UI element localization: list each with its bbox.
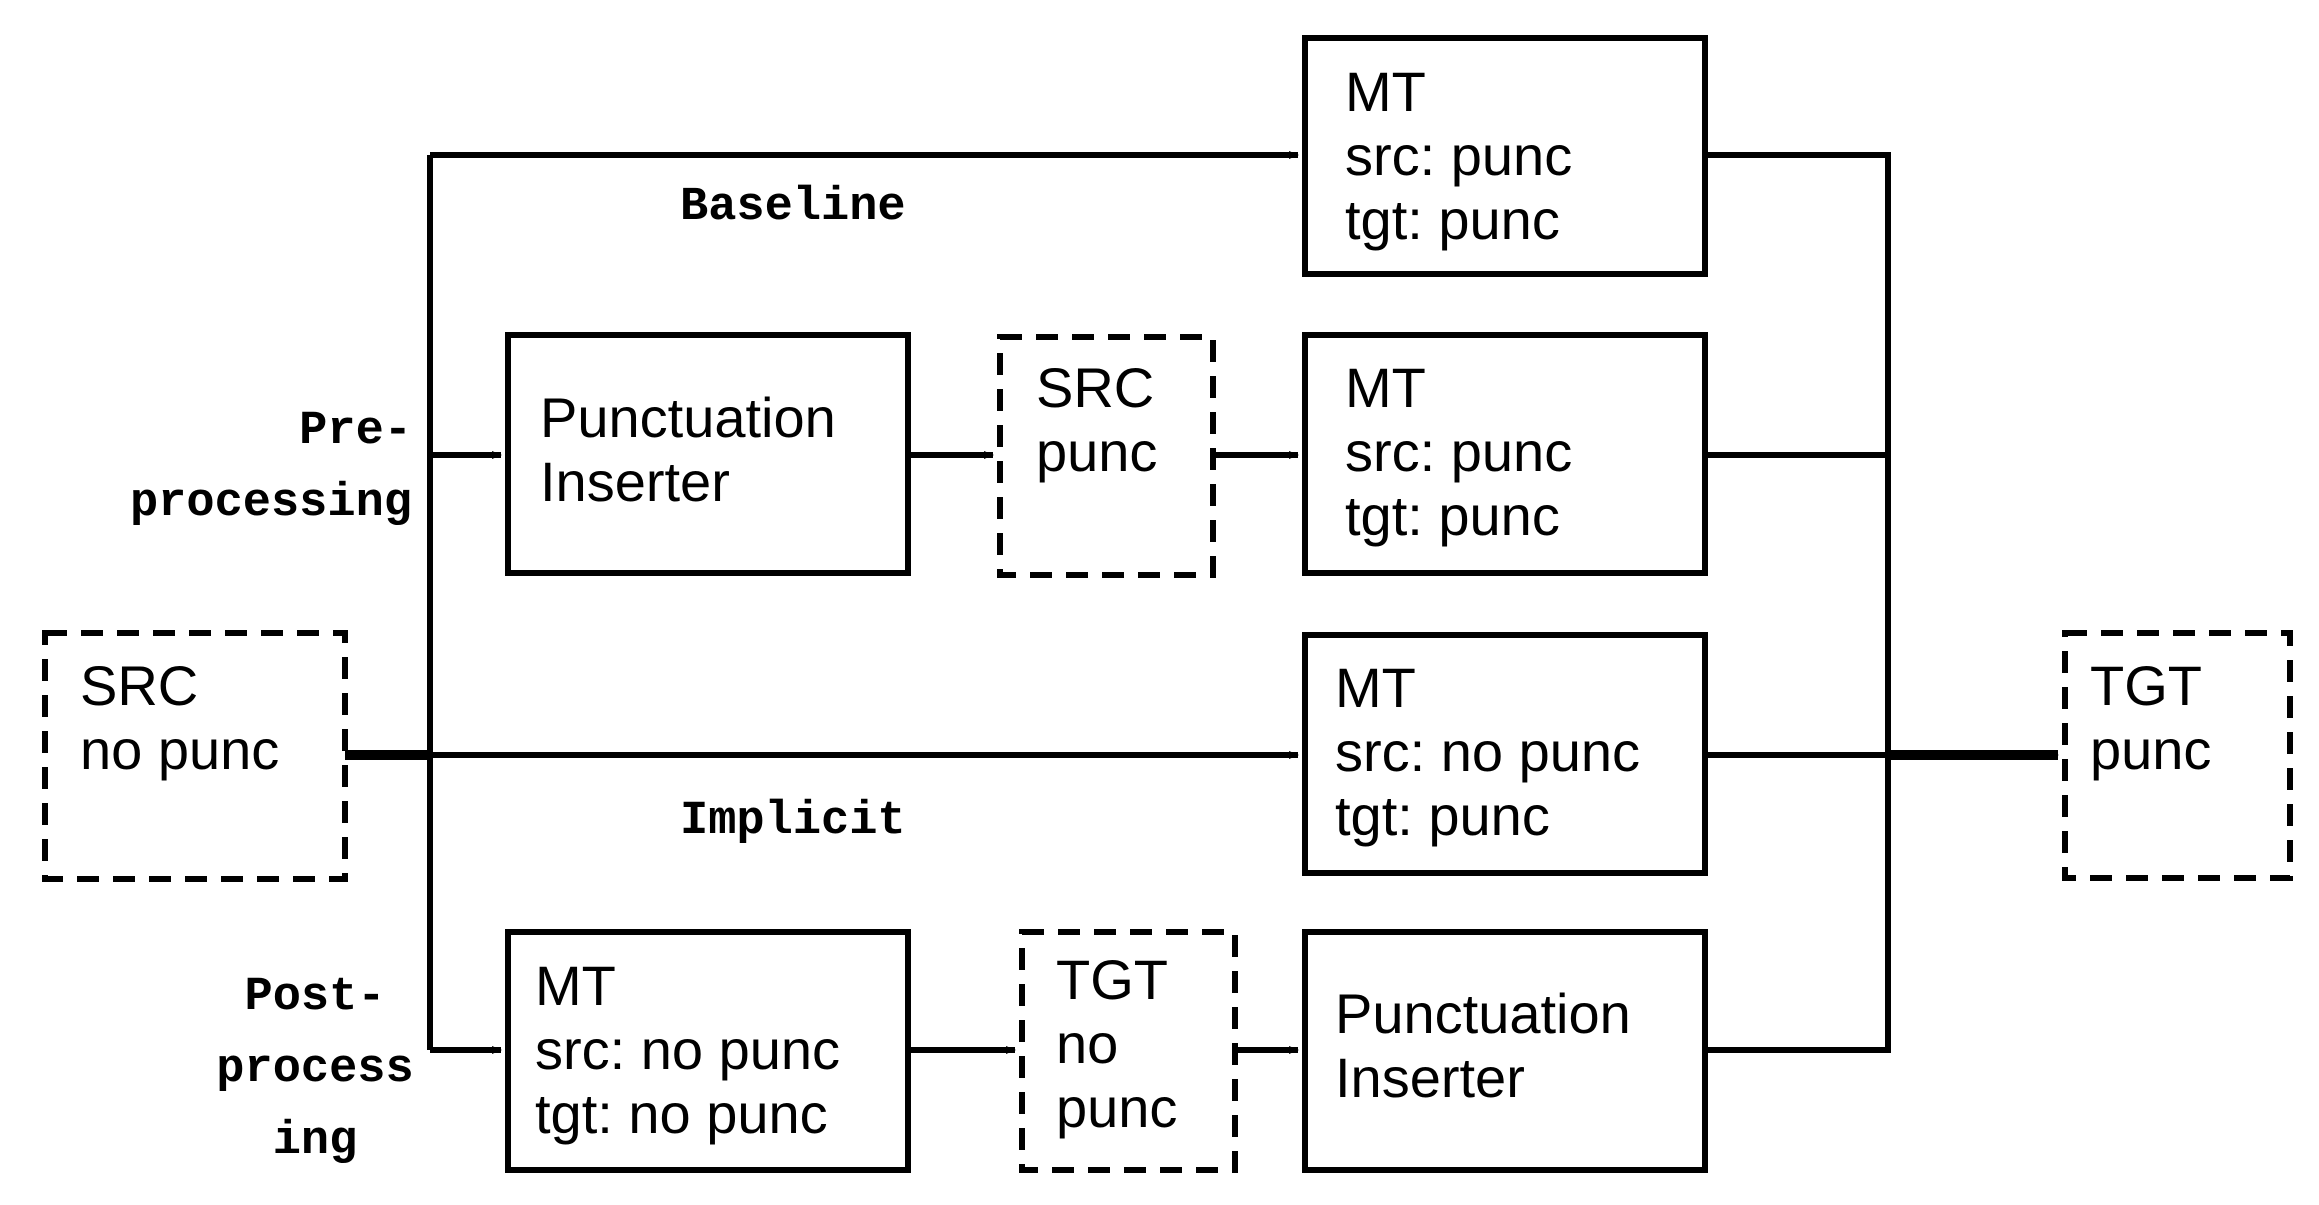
mt-baseline-line-1: MT: [1345, 60, 1426, 123]
src-punc-text: SRC punc: [1036, 356, 1157, 484]
src-input-box: [42, 630, 348, 882]
mt-implicit-line-1: MT: [1335, 656, 1416, 719]
tgt-output-line-2: punc: [2090, 718, 2212, 781]
mt-baseline-line-3: tgt: punc: [1345, 188, 1560, 251]
mt-post-line-1: MT: [535, 954, 616, 1017]
mt-pre-line-2: src: punc: [1345, 420, 1573, 483]
tgt-no-punc-line-2: no: [1056, 1012, 1119, 1075]
mt-pre-line-3: tgt: punc: [1345, 484, 1560, 547]
tgt-no-punc-line-1: TGT: [1056, 948, 1168, 1011]
postprocessing-label-line-1: Post-: [244, 971, 386, 1024]
mt-implicit-text: MT src: no punc tgt: punc: [1335, 656, 1640, 848]
postprocessing-label-line-3: ing: [272, 1115, 358, 1168]
tgt-no-punc-line-3: punc: [1056, 1076, 1178, 1139]
src-punc-line-1: SRC: [1036, 356, 1155, 419]
postprocessing-label-line-2: process: [216, 1043, 414, 1096]
src-punc-line-2: punc: [1036, 420, 1158, 483]
implicit-label: Implicit: [680, 795, 906, 848]
src-input-line-1: SRC: [80, 654, 199, 717]
punc-inserter-post-text: Punctuation Inserter: [1335, 982, 1631, 1110]
punc-inserter-pre-line-1: Punctuation: [540, 386, 836, 449]
punc-inserter-post-line-2: Inserter: [1335, 1046, 1525, 1109]
mt-pre-text: MT src: punc tgt: punc: [1345, 356, 1572, 548]
tgt-output-line-1: TGT: [2090, 654, 2202, 717]
mt-implicit-line-3: tgt: punc: [1335, 784, 1550, 847]
mt-implicit-line-2: src: no punc: [1335, 720, 1641, 783]
mt-post-line-3: tgt: no punc: [535, 1082, 828, 1145]
mt-post-line-2: src: no punc: [535, 1018, 841, 1081]
mt-baseline-line-2: src: punc: [1345, 124, 1573, 187]
tgt-output-box: [2062, 630, 2293, 881]
preprocessing-label: Pre- processing: [40, 396, 412, 540]
src-input-line-2: no punc: [80, 718, 280, 781]
mt-post-text: MT src: no punc tgt: no punc: [535, 954, 840, 1146]
punc-inserter-pre-line-2: Inserter: [540, 450, 730, 513]
tgt-no-punc-text: TGT no punc: [1056, 948, 1177, 1140]
punc-inserter-pre-text: Punctuation Inserter: [540, 386, 836, 514]
baseline-label: Baseline: [680, 181, 906, 234]
preprocessing-label-line-2: processing: [129, 477, 412, 530]
mt-baseline-text: MT src: punc tgt: punc: [1345, 60, 1572, 252]
postprocessing-label: Post- process ing: [170, 962, 460, 1178]
src-input-text: SRC no punc: [80, 654, 279, 782]
tgt-output-text: TGT punc: [2090, 654, 2211, 782]
punc-inserter-post-line-1: Punctuation: [1335, 982, 1631, 1045]
mt-pre-line-1: MT: [1345, 356, 1426, 419]
preprocessing-label-line-1: Pre-: [299, 405, 412, 458]
